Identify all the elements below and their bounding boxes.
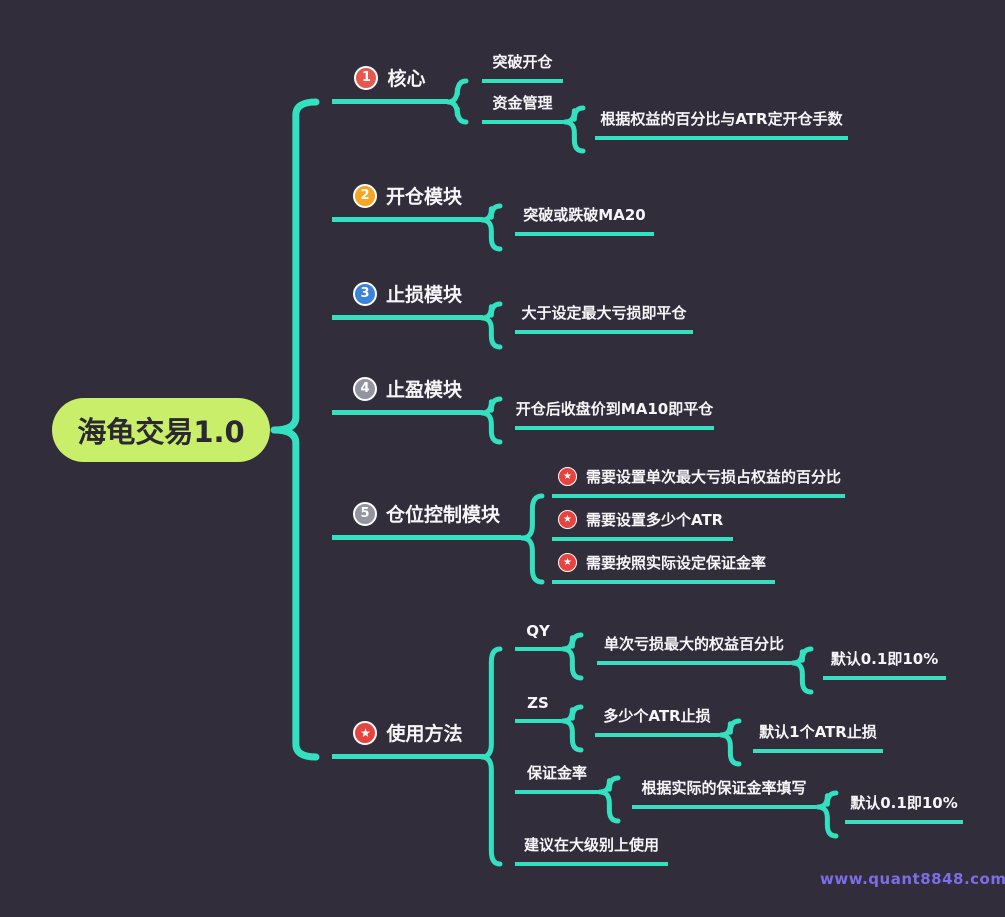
node-label: 突破或跌破MA20 (523, 206, 646, 224)
node-equity-atr-lots[interactable]: 根据权益的百分比与ATR定开仓手数 (595, 108, 848, 140)
node-margin-rate-default[interactable]: 默认0.1即10% (845, 792, 963, 824)
node-label: ZS (527, 694, 549, 712)
node-breakout-open[interactable]: 突破开仓 (482, 51, 563, 83)
brace-connector (479, 203, 503, 252)
node-max-loss-close[interactable]: 大于设定最大亏损即平仓 (515, 302, 693, 334)
branch-label: 核心 (387, 68, 426, 90)
node-label: 根据实际的保证金率填写 (641, 779, 807, 797)
number-badge-3: 3 (352, 281, 377, 306)
node-margin-rate-desc[interactable]: 根据实际的保证金率填写 (632, 777, 816, 809)
number-badge-2: 2 (352, 183, 377, 208)
brace-connector (519, 493, 545, 585)
node-margin-rate[interactable]: 保证金率 (515, 762, 599, 794)
number-badge-5: 5 (352, 501, 377, 526)
node-zs[interactable]: ZS (515, 694, 561, 723)
star-icon (353, 720, 378, 745)
node-zs-default[interactable]: 默认1个ATR止损 (753, 721, 883, 753)
node-position-control-module[interactable]: 5 仓位控制模块 (332, 500, 521, 540)
node-label: 保证金率 (526, 764, 587, 782)
star-icon (558, 510, 577, 529)
node-set-atr-count[interactable]: 需要设置多少个ATR (552, 509, 733, 541)
brace-connector (479, 646, 503, 867)
node-qy-desc[interactable]: 单次亏损最大的权益百分比 (597, 633, 791, 665)
node-qy-default[interactable]: 默认0.1即10% (823, 648, 946, 680)
node-label: 开仓后收盘价到MA10即平仓 (515, 400, 714, 418)
node-label: 默认0.1即10% (850, 794, 958, 812)
number-badge-4: 4 (352, 376, 377, 401)
node-label: 需要设置多少个ATR (586, 511, 724, 529)
node-label: 默认0.1即10% (830, 650, 939, 668)
brace-connector (479, 301, 503, 350)
node-label: 需要按照实际设定保证金率 (586, 554, 767, 572)
star-icon (558, 553, 577, 572)
watermark: www.quant8848.com (820, 870, 1005, 888)
root-node[interactable]: 海龟交易1.0 (52, 398, 270, 462)
node-break-ma20[interactable]: 突破或跌破MA20 (515, 204, 654, 236)
root-label: 海龟交易1.0 (77, 415, 245, 449)
node-takeprofit-module[interactable]: 4 止盈模块 (332, 375, 483, 415)
star-icon (558, 467, 577, 486)
branch-label: 止盈模块 (385, 379, 462, 401)
brace-connector (445, 78, 469, 125)
node-set-max-loss-pct[interactable]: 需要设置单次最大亏损占权益的百分比 (552, 466, 845, 498)
brace-connector (270, 98, 320, 761)
branch-label: 仓位控制模块 (385, 504, 500, 526)
node-usage[interactable]: 使用方法 (332, 719, 484, 759)
node-use-large-timeframe[interactable]: 建议在大级别上使用 (515, 834, 668, 866)
brace-connector (815, 790, 839, 839)
brace-connector (562, 105, 586, 154)
node-open-module[interactable]: 2 开仓模块 (332, 182, 483, 222)
branch-label: 开仓模块 (385, 186, 462, 208)
node-label: 默认1个ATR止损 (759, 723, 877, 741)
node-label: 建议在大级别上使用 (523, 836, 659, 854)
node-zs-desc[interactable]: 多少个ATR止损 (595, 705, 719, 737)
node-label: 根据权益的百分比与ATR定开仓手数 (600, 110, 843, 128)
node-core[interactable]: 1 核心 (332, 64, 448, 104)
brace-connector (597, 775, 621, 824)
branch-label: 止损模块 (385, 284, 462, 306)
branch-label: 使用方法 (386, 723, 463, 745)
node-label: 需要设置单次最大亏损占权益的百分比 (586, 468, 842, 486)
brace-connector (718, 718, 742, 767)
node-close-ma10[interactable]: 开仓后收盘价到MA10即平仓 (515, 398, 714, 430)
brace-connector (790, 646, 814, 695)
node-label: 突破开仓 (492, 53, 553, 71)
node-label: 单次亏损最大的权益百分比 (603, 635, 784, 653)
node-set-margin-rate[interactable]: 需要按照实际设定保证金率 (552, 552, 775, 584)
number-badge-1: 1 (354, 65, 379, 90)
node-money-management[interactable]: 资金管理 (482, 92, 563, 124)
brace-connector (560, 704, 584, 753)
node-label: 大于设定最大亏损即平仓 (521, 304, 687, 322)
node-qy[interactable]: QY (515, 622, 561, 651)
brace-connector (560, 632, 584, 681)
brace-connector (479, 396, 503, 445)
node-label: QY (526, 622, 550, 640)
node-label: 资金管理 (492, 94, 553, 112)
node-label: 多少个ATR止损 (603, 707, 711, 725)
node-stoploss-module[interactable]: 3 止损模块 (332, 280, 483, 320)
